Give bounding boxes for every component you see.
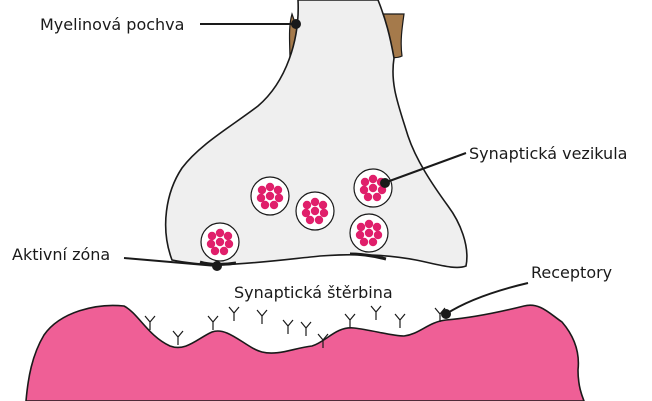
label-myelin-sheath: Myelinová pochva: [40, 15, 184, 34]
vesicle-5: [350, 214, 388, 252]
postsynaptic-membrane: [26, 305, 584, 401]
leader-dot-receptors: [441, 309, 451, 319]
label-synaptic-vesicle: Synaptická vezikula: [469, 144, 627, 163]
receptor: [345, 314, 355, 328]
vesicle-3: [296, 192, 334, 230]
receptor: [301, 322, 311, 336]
label-active-zone: Aktivní zóna: [12, 245, 110, 264]
receptor: [257, 310, 267, 324]
label-synaptic-cleft: Synaptická štěrbina: [234, 283, 393, 302]
leader-dot-vesicle: [380, 178, 390, 188]
vesicle-4: [354, 169, 392, 207]
receptor: [395, 314, 405, 328]
leader-dot-myelin: [291, 19, 301, 29]
receptor: [283, 320, 293, 334]
vesicle-2: [251, 177, 289, 215]
leader-dot-active-zone: [212, 261, 222, 271]
receptor: [208, 316, 218, 330]
receptor: [229, 307, 239, 321]
receptor: [173, 331, 183, 345]
receptor: [371, 306, 381, 320]
vesicle-1: [201, 223, 239, 261]
label-receptors: Receptory: [531, 263, 612, 282]
